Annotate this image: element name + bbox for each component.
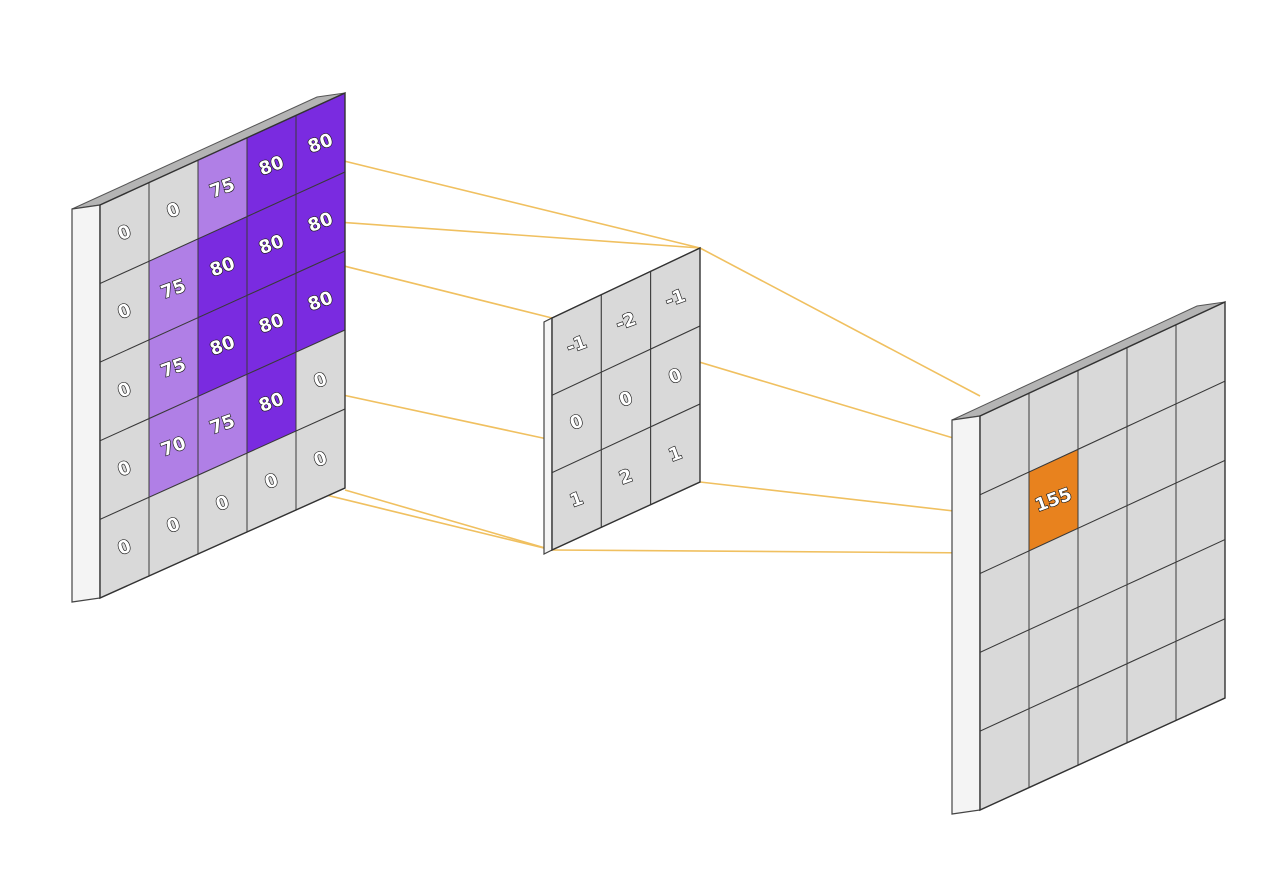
panel-side-edge: [71, 204, 101, 603]
panel-border: [551, 246, 701, 552]
panel-border: [979, 300, 1226, 812]
connector-line: [699, 481, 981, 515]
connector-line: [551, 549, 981, 554]
panel-border: [99, 91, 346, 600]
panel-side-edge: [951, 415, 981, 815]
panel-side-edge: [543, 317, 553, 555]
connector-line: [699, 247, 981, 397]
output-grid: 155: [951, 300, 1226, 815]
connector-line: [344, 489, 553, 551]
